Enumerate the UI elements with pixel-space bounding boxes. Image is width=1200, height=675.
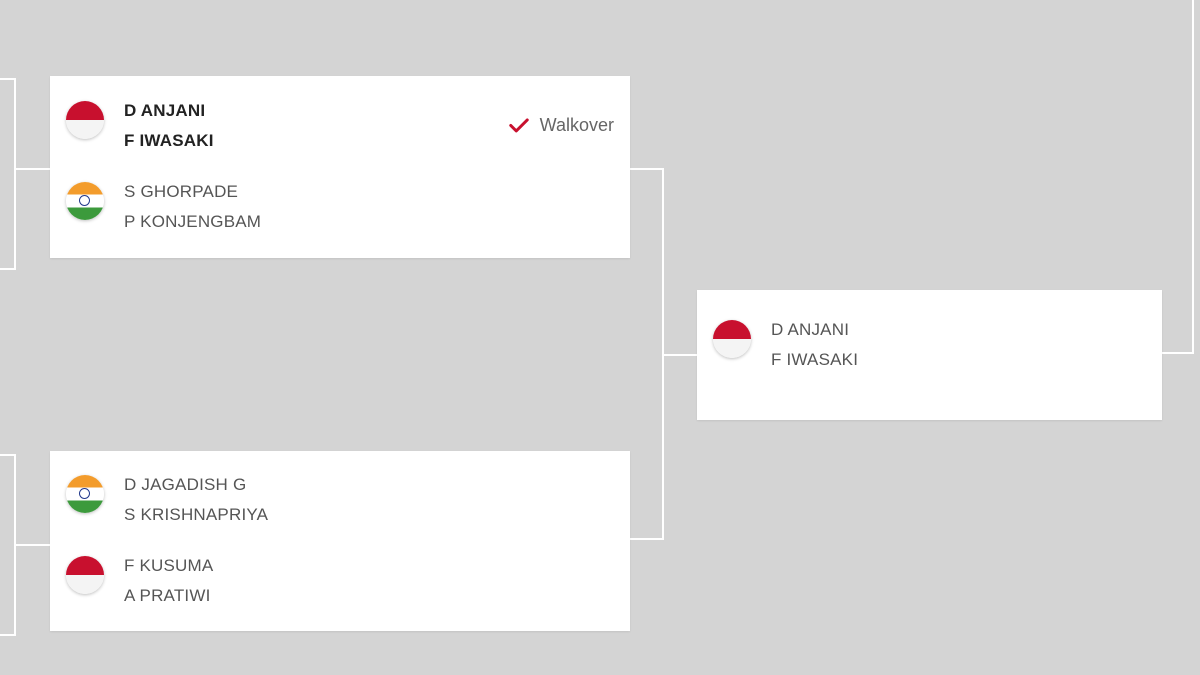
match-card[interactable]: D ANJANI F IWASAKI — [697, 290, 1162, 420]
player-name: D ANJANI — [771, 320, 850, 339]
connector-line — [0, 454, 16, 456]
player-name: A PRATIWI — [124, 586, 211, 605]
match-card[interactable]: D ANJANI F IWASAKI Walkover S GHORPADE P… — [50, 76, 630, 258]
connector-line — [14, 168, 50, 170]
player-name: D ANJANI — [124, 101, 206, 120]
team-row: D ANJANI F IWASAKI — [66, 96, 626, 150]
connector-line — [0, 268, 16, 270]
connector-line — [0, 78, 16, 80]
connector-line — [662, 354, 698, 356]
result-label: Walkover — [539, 114, 614, 135]
connector-line — [14, 78, 16, 270]
player-name: S GHORPADE — [124, 182, 239, 201]
match-card[interactable]: D JAGADISH G S KRISHNAPRIYA F KUSUMA A P… — [50, 451, 630, 631]
connector-line — [630, 538, 664, 540]
india-flag-icon — [66, 475, 104, 513]
player-name: F KUSUMA — [124, 556, 214, 575]
connector-line — [14, 544, 50, 546]
indonesia-flag-icon — [713, 320, 751, 358]
match-result: Walkover — [508, 114, 614, 136]
player-name: F IWASAKI — [124, 131, 214, 150]
player-name: S KRISHNAPRIYA — [124, 505, 269, 524]
player-name: F IWASAKI — [771, 350, 859, 369]
player-names: D JAGADISH G S KRISHNAPRIYA — [124, 470, 268, 530]
check-icon — [508, 118, 529, 133]
connector-line — [630, 168, 664, 170]
player-names: S GHORPADE P KONJENGBAM — [124, 177, 261, 237]
connector-line — [1162, 352, 1194, 354]
indonesia-flag-icon — [66, 101, 104, 139]
player-name: D JAGADISH G — [124, 475, 247, 494]
team-row: D JAGADISH G S KRISHNAPRIYA — [66, 470, 626, 524]
team-row: S GHORPADE P KONJENGBAM — [66, 177, 626, 231]
team-row: F KUSUMA A PRATIWI — [66, 551, 626, 605]
player-names: D ANJANI F IWASAKI — [771, 315, 858, 375]
team-row: D ANJANI F IWASAKI — [713, 315, 1200, 369]
india-flag-icon — [66, 182, 104, 220]
player-name: P KONJENGBAM — [124, 212, 262, 231]
connector-line — [0, 634, 16, 636]
indonesia-flag-icon — [66, 556, 104, 594]
connector-line — [1192, 0, 1194, 354]
player-names: F KUSUMA A PRATIWI — [124, 551, 213, 611]
player-names: D ANJANI F IWASAKI — [124, 96, 214, 156]
